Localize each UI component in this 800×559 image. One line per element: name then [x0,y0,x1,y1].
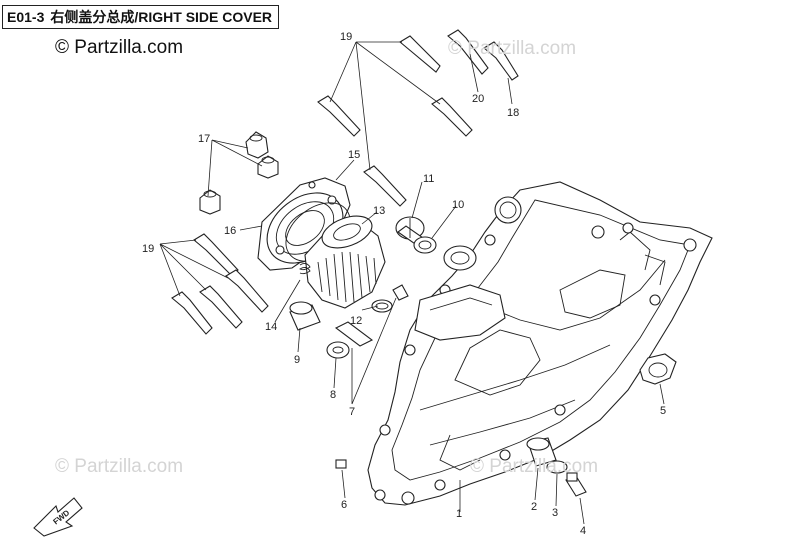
callout-16[interactable]: 16 [224,225,236,237]
callouts: 1 2 3 4 5 6 7 8 9 10 11 12 13 14 15 16 1… [142,31,666,537]
callout-14[interactable]: 14 [265,321,277,333]
bolts-19-top[interactable] [317,35,473,207]
diagram-title-box: E01-3 右侧盖分总成/RIGHT SIDE COVER [2,5,280,29]
o-ring-10[interactable] [413,236,437,254]
right-side-cover[interactable] [367,181,713,506]
bolt-20[interactable] [447,29,489,75]
watermark-top: © Partzilla.com [448,38,577,59]
callout-11[interactable]: 11 [423,173,434,185]
drain-bolt[interactable] [565,472,587,497]
rubber-plug[interactable] [639,353,677,385]
copyright-notice: © Partzilla.com [55,37,184,58]
callout-20[interactable]: 20 [472,93,484,105]
collar[interactable] [289,301,321,331]
callout-1[interactable]: 1 [456,508,462,520]
watermark-bottom-left: © Partzilla.com [55,456,184,477]
bolt-18[interactable] [483,41,519,81]
spring[interactable] [299,262,311,275]
fwd-arrow-icon [33,497,83,537]
callout-6[interactable]: 6 [341,499,347,511]
oil-cap-housing[interactable] [443,245,477,271]
callout-10[interactable]: 10 [452,199,464,211]
bolts-19-left[interactable] [171,233,269,335]
watermark-bottom-right: © Partzilla.com [470,456,599,477]
nut-17-a[interactable] [245,131,269,159]
leader-lines [159,41,665,525]
pin[interactable] [335,459,347,469]
callout-3[interactable]: 3 [552,507,558,519]
callout-17[interactable]: 17 [198,133,210,145]
callout-18[interactable]: 18 [507,107,519,119]
callout-5[interactable]: 5 [660,405,666,417]
callout-19-left[interactable]: 19 [142,243,154,255]
callout-12[interactable]: 12 [350,315,362,327]
washer[interactable] [326,341,350,359]
dowel-pins[interactable] [334,284,409,347]
callout-4[interactable]: 4 [580,525,586,537]
bushing[interactable] [526,437,557,467]
callout-7[interactable]: 7 [349,406,355,418]
callout-19-top[interactable]: 19 [340,31,352,43]
callout-13[interactable]: 13 [373,205,385,217]
callout-8[interactable]: 8 [330,389,336,401]
callout-9[interactable]: 9 [294,354,300,366]
callout-2[interactable]: 2 [531,501,537,513]
diagram-code: E01-3 [7,9,45,25]
oil-filter-element[interactable] [304,210,386,309]
o-ring-12[interactable] [371,299,393,313]
diagram-title: 右侧盖分总成/RIGHT SIDE COVER [50,9,273,25]
nut-17-c[interactable] [199,189,221,215]
callout-15[interactable]: 15 [348,149,360,161]
seal[interactable] [546,460,568,474]
nut-17-b[interactable] [257,155,279,179]
